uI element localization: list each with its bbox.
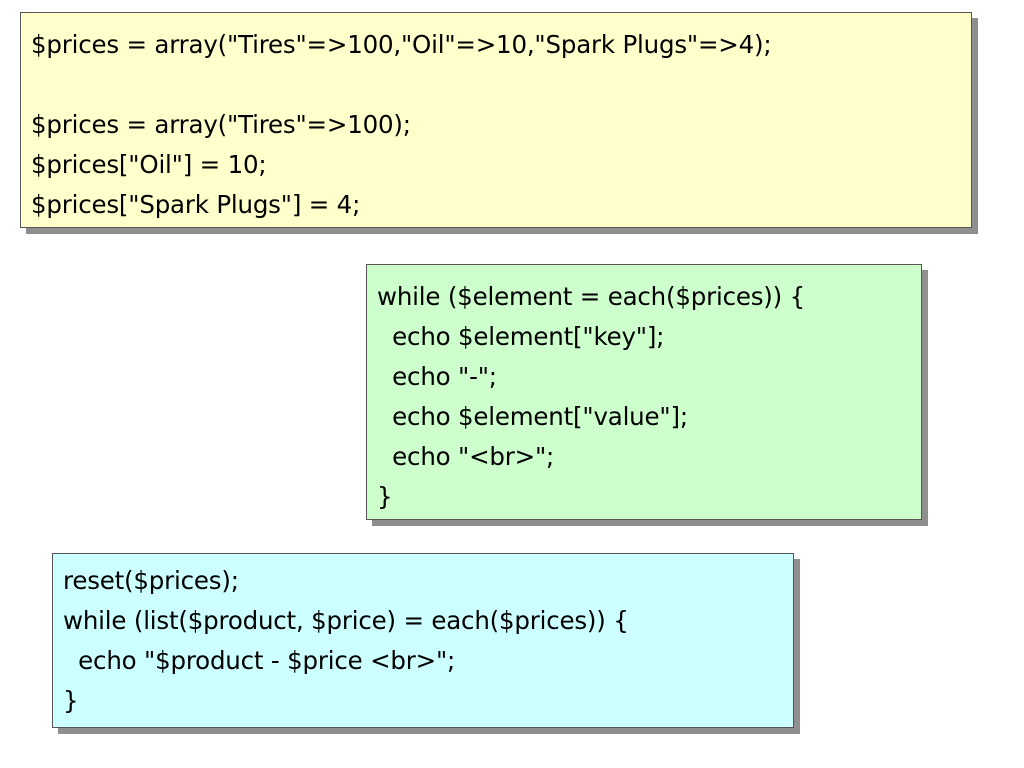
code-line: while (list($product, $price) = each($pr…: [63, 606, 629, 635]
code-line: }: [63, 686, 79, 715]
code-line: echo $element["key"];: [377, 322, 665, 351]
code-box-each-loop: while ($element = each($prices)) { echo …: [366, 264, 922, 520]
code-line: echo $element["value"];: [377, 402, 688, 431]
code-line: $prices["Spark Plugs"] = 4;: [31, 190, 361, 219]
code-line-blank: [31, 65, 971, 105]
code-line: echo "-";: [377, 362, 497, 391]
code-line: $prices = array("Tires"=>100);: [31, 110, 411, 139]
code-line: }: [377, 482, 393, 511]
code-line: $prices["Oil"] = 10;: [31, 150, 267, 179]
code-line: echo "<br>";: [377, 442, 555, 471]
code-line: while ($element = each($prices)) {: [377, 282, 805, 311]
code-line: $prices = array("Tires"=>100,"Oil"=>10,"…: [31, 30, 772, 59]
code-box-list-loop: reset($prices); while (list($product, $p…: [52, 553, 794, 728]
code-line: reset($prices);: [63, 566, 239, 595]
code-line: echo "$product - $price <br>";: [63, 646, 456, 675]
code-box-array-init: $prices = array("Tires"=>100,"Oil"=>10,"…: [20, 12, 972, 228]
